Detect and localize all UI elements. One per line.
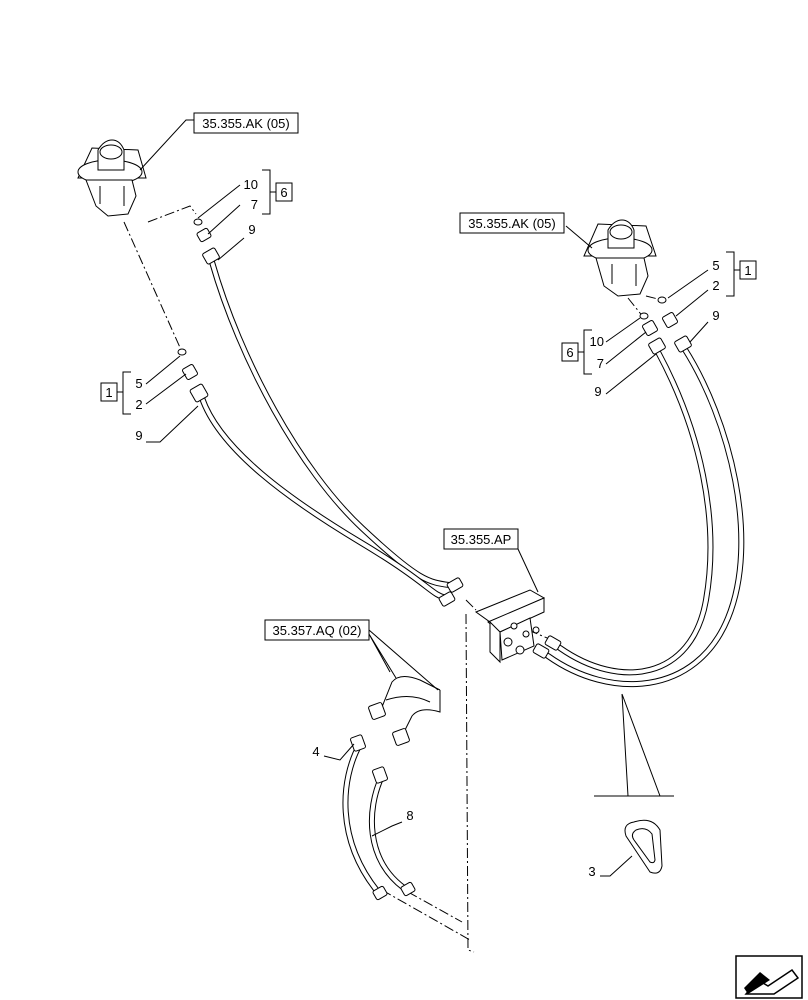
- hose-left-lower[interactable]: [199, 395, 449, 601]
- callout-7-left: 7: [207, 197, 258, 235]
- callout-5-right: 5: [667, 258, 720, 299]
- valve-block[interactable]: [474, 589, 546, 664]
- hose-4[interactable]: [342, 741, 381, 895]
- svg-text:4: 4: [312, 744, 319, 759]
- callout-7-right: 7: [597, 331, 647, 371]
- callout-8: 8: [371, 808, 414, 837]
- group-1-left[interactable]: 1: [100, 382, 118, 402]
- hose-8[interactable]: [368, 773, 407, 891]
- callout-2-right: 2: [675, 278, 720, 317]
- svg-text:35.355.AK (05): 35.355.AK (05): [202, 116, 289, 131]
- group-6-left[interactable]: 6: [275, 182, 293, 202]
- left-joystick-valve[interactable]: [77, 139, 147, 217]
- svg-text:5: 5: [135, 376, 142, 391]
- callout-10-left: 10: [197, 177, 258, 219]
- svg-text:1: 1: [105, 385, 112, 400]
- svg-text:35.355.AK (05): 35.355.AK (05): [468, 216, 555, 231]
- svg-text:7: 7: [251, 197, 258, 212]
- o-ring[interactable]: [624, 819, 663, 874]
- centerline-hose4: [381, 889, 471, 941]
- cut-hose-section: [379, 676, 441, 741]
- centerline-left-a: [123, 221, 183, 353]
- svg-text:35.355.AP: 35.355.AP: [451, 532, 512, 547]
- svg-text:6: 6: [566, 345, 573, 360]
- group-1-right[interactable]: 1: [739, 260, 757, 280]
- callout-2-left: 2: [135, 373, 187, 412]
- svg-text:9: 9: [594, 384, 601, 399]
- ref-ak-left[interactable]: 35.355.AK (05): [193, 112, 299, 134]
- svg-text:5: 5: [712, 258, 719, 273]
- callout-3: 3: [588, 855, 633, 879]
- hose-break-symbol: [594, 693, 674, 797]
- svg-text:10: 10: [590, 334, 604, 349]
- centerline-hose8: [407, 891, 463, 923]
- svg-text:8: 8: [406, 808, 413, 823]
- fittings[interactable]: [177, 218, 692, 901]
- arrow-back-icon[interactable]: [735, 955, 803, 999]
- svg-text:1: 1: [744, 263, 751, 278]
- ref-ap[interactable]: 35.355.AP: [443, 528, 519, 550]
- group-6-right[interactable]: 6: [561, 342, 579, 362]
- callout-9-left-bottom: 9: [135, 405, 199, 443]
- svg-text:9: 9: [135, 428, 142, 443]
- svg-text:9: 9: [248, 222, 255, 237]
- svg-text:2: 2: [712, 278, 719, 293]
- callout-9-left-top: 9: [217, 222, 256, 261]
- hose-left-upper[interactable]: [209, 259, 459, 589]
- hose-right-inner[interactable]: [557, 349, 714, 676]
- callout-9-right-bottom: 9: [594, 353, 657, 399]
- svg-text:6: 6: [280, 185, 287, 200]
- callout-4: 4: [312, 743, 355, 761]
- callout-9-right-top: 9: [689, 308, 720, 343]
- svg-text:7: 7: [597, 356, 604, 371]
- svg-text:35.357.AQ (02): 35.357.AQ (02): [273, 623, 362, 638]
- ref-ak-right[interactable]: 35.355.AK (05): [459, 212, 565, 234]
- centerline-left-b: [147, 205, 197, 223]
- centerline-vertical: [465, 613, 475, 953]
- svg-text:2: 2: [135, 397, 142, 412]
- right-joystick-valve[interactable]: [583, 219, 657, 297]
- svg-text:3: 3: [588, 864, 595, 879]
- callout-10-right: 10: [590, 317, 641, 349]
- hose-right-outer[interactable]: [545, 345, 745, 688]
- svg-text:9: 9: [712, 308, 719, 323]
- svg-text:10: 10: [244, 177, 258, 192]
- callout-5-left: 5: [135, 355, 181, 391]
- ref-aq[interactable]: 35.357.AQ (02): [264, 619, 370, 641]
